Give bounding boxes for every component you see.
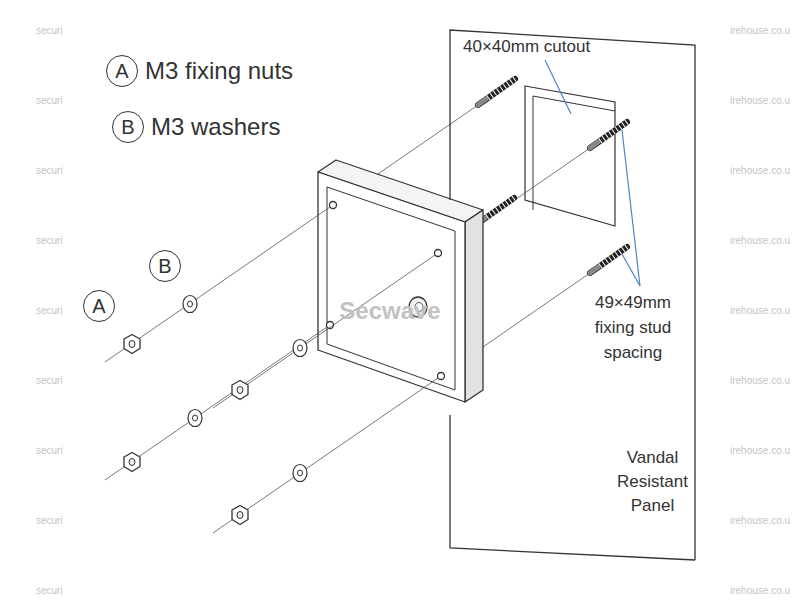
callout-letter: B bbox=[158, 256, 171, 276]
watermark: irehouse.co.u bbox=[730, 165, 790, 176]
legend-key: A M3 fixing nuts bbox=[106, 55, 293, 87]
key-letter: A bbox=[106, 55, 138, 87]
fixing-studs bbox=[477, 79, 627, 273]
washers bbox=[183, 296, 307, 482]
key-text: M3 fixing nuts bbox=[145, 58, 293, 84]
watermark: irehouse.co.u bbox=[730, 445, 790, 456]
key-text: M3 washers bbox=[151, 114, 280, 140]
watermark: securi bbox=[36, 445, 63, 456]
watermark: irehouse.co.u bbox=[730, 95, 790, 106]
brand-watermark: Secwave bbox=[320, 297, 460, 325]
watermark: securi bbox=[36, 585, 63, 596]
watermark: securi bbox=[36, 95, 63, 106]
callout-circle: A bbox=[83, 290, 115, 322]
callout-letter: A bbox=[92, 296, 105, 316]
enclosure-box bbox=[318, 160, 483, 402]
watermark: securi bbox=[36, 25, 63, 36]
dimension-label: 40×40mm cutout bbox=[463, 37, 590, 57]
watermark: irehouse.co.u bbox=[730, 305, 790, 316]
watermark: securi bbox=[36, 375, 63, 386]
watermark: irehouse.co.u bbox=[730, 515, 790, 526]
nuts bbox=[124, 335, 248, 525]
watermark: securi bbox=[36, 515, 63, 526]
watermark: securi bbox=[36, 305, 63, 316]
watermark: securi bbox=[36, 235, 63, 246]
watermark: irehouse.co.u bbox=[730, 235, 790, 246]
panel-label: Vandal Resistant Panel bbox=[605, 446, 700, 518]
watermark: irehouse.co.u bbox=[730, 25, 790, 36]
dimension-leaders bbox=[545, 60, 640, 286]
dimension-label: 49×49mm fixing stud spacing bbox=[582, 290, 684, 365]
legend-key: B M3 washers bbox=[112, 111, 280, 143]
watermark: irehouse.co.u bbox=[730, 375, 790, 386]
key-letter: B bbox=[112, 111, 144, 143]
panel-cutout bbox=[525, 86, 615, 226]
callout-circle: B bbox=[149, 250, 181, 282]
leader-lines-front bbox=[105, 207, 438, 533]
watermark: securi bbox=[36, 165, 63, 176]
watermark: irehouse.co.u bbox=[730, 585, 790, 596]
